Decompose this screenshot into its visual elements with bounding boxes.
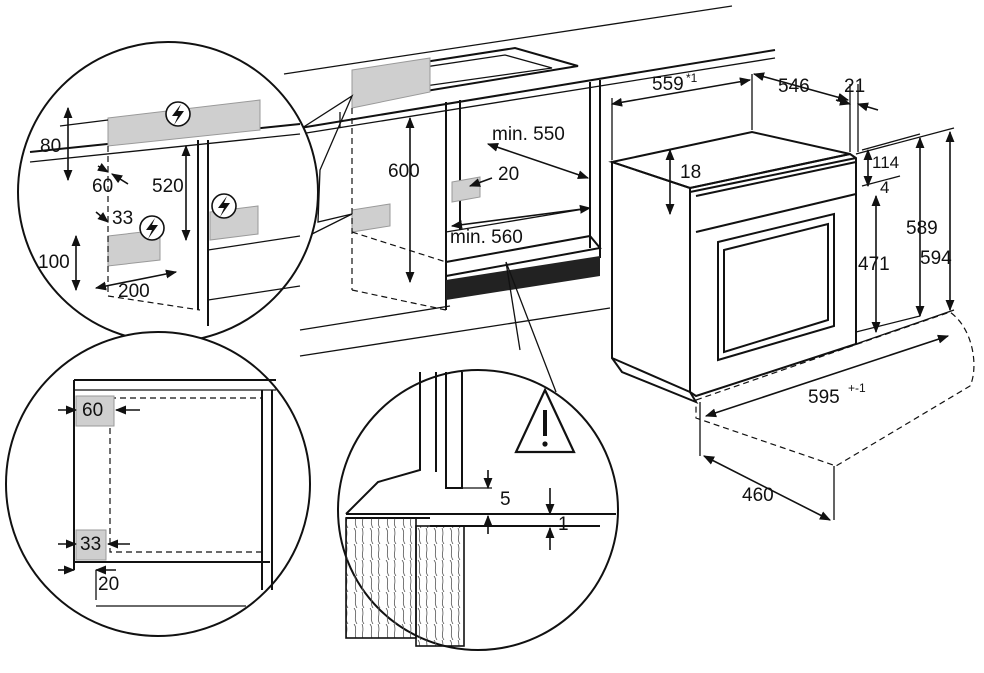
front-width-tolerance: +-1 [848,381,866,395]
control-panel-height-label: 114 [872,153,899,172]
power-offset-top-label: 80 [40,136,61,157]
cable-width-label: 200 [118,281,150,302]
oven [608,130,857,405]
depth-total-label: 559 [652,74,684,95]
power-warning-icon [139,215,165,241]
niche-height-label: 600 [388,161,420,182]
cable-offset-label: 33 [112,208,133,229]
body-height-label: 589 [906,218,938,239]
body-width-label: 460 [742,485,774,506]
niche-min-depth-label: min. 550 [492,124,565,145]
front-height-label: 594 [920,248,952,269]
gap-lower-label: 1 [558,514,569,535]
oven-dimensions: 559 *1 546 21 18 114 4 471 589 594 595 +… [610,71,975,521]
cable-height-label: 100 [38,252,70,273]
bottom-clearance-label: 33 [80,534,101,555]
top-gap-label: 18 [680,162,701,183]
socket-height-label: 520 [152,176,184,197]
vent-opening-label: 20 [498,164,519,185]
niche-dimensions: 600 min. 550 20 min. 560 [388,116,592,284]
caution-triangle-icon [514,387,576,454]
front-thickness-label: 21 [844,76,865,97]
side-gap-label: 20 [98,574,119,595]
body-depth-label: 546 [778,76,810,97]
mounting-detail: 5 1 [337,369,619,651]
front-width-label: 595 [808,387,840,408]
power-connection-detail: 80 60 520 33 100 200 [17,41,319,343]
door-height-label: 471 [858,254,890,275]
depth-total-tolerance: *1 [686,71,698,85]
cabinet-clearance-detail: 60 33 20 [5,331,311,637]
niche-min-width-label: min. 560 [450,227,523,248]
detail-connectors [299,94,557,393]
power-warning-icon [165,101,191,127]
countertop [283,5,776,357]
power-warning-icon [211,193,237,219]
top-clearance-label: 60 [82,400,103,421]
gap-upper-label: 5 [500,489,511,510]
socket-offset-label: 60 [92,176,113,197]
panel-gap-label: 4 [880,178,889,197]
